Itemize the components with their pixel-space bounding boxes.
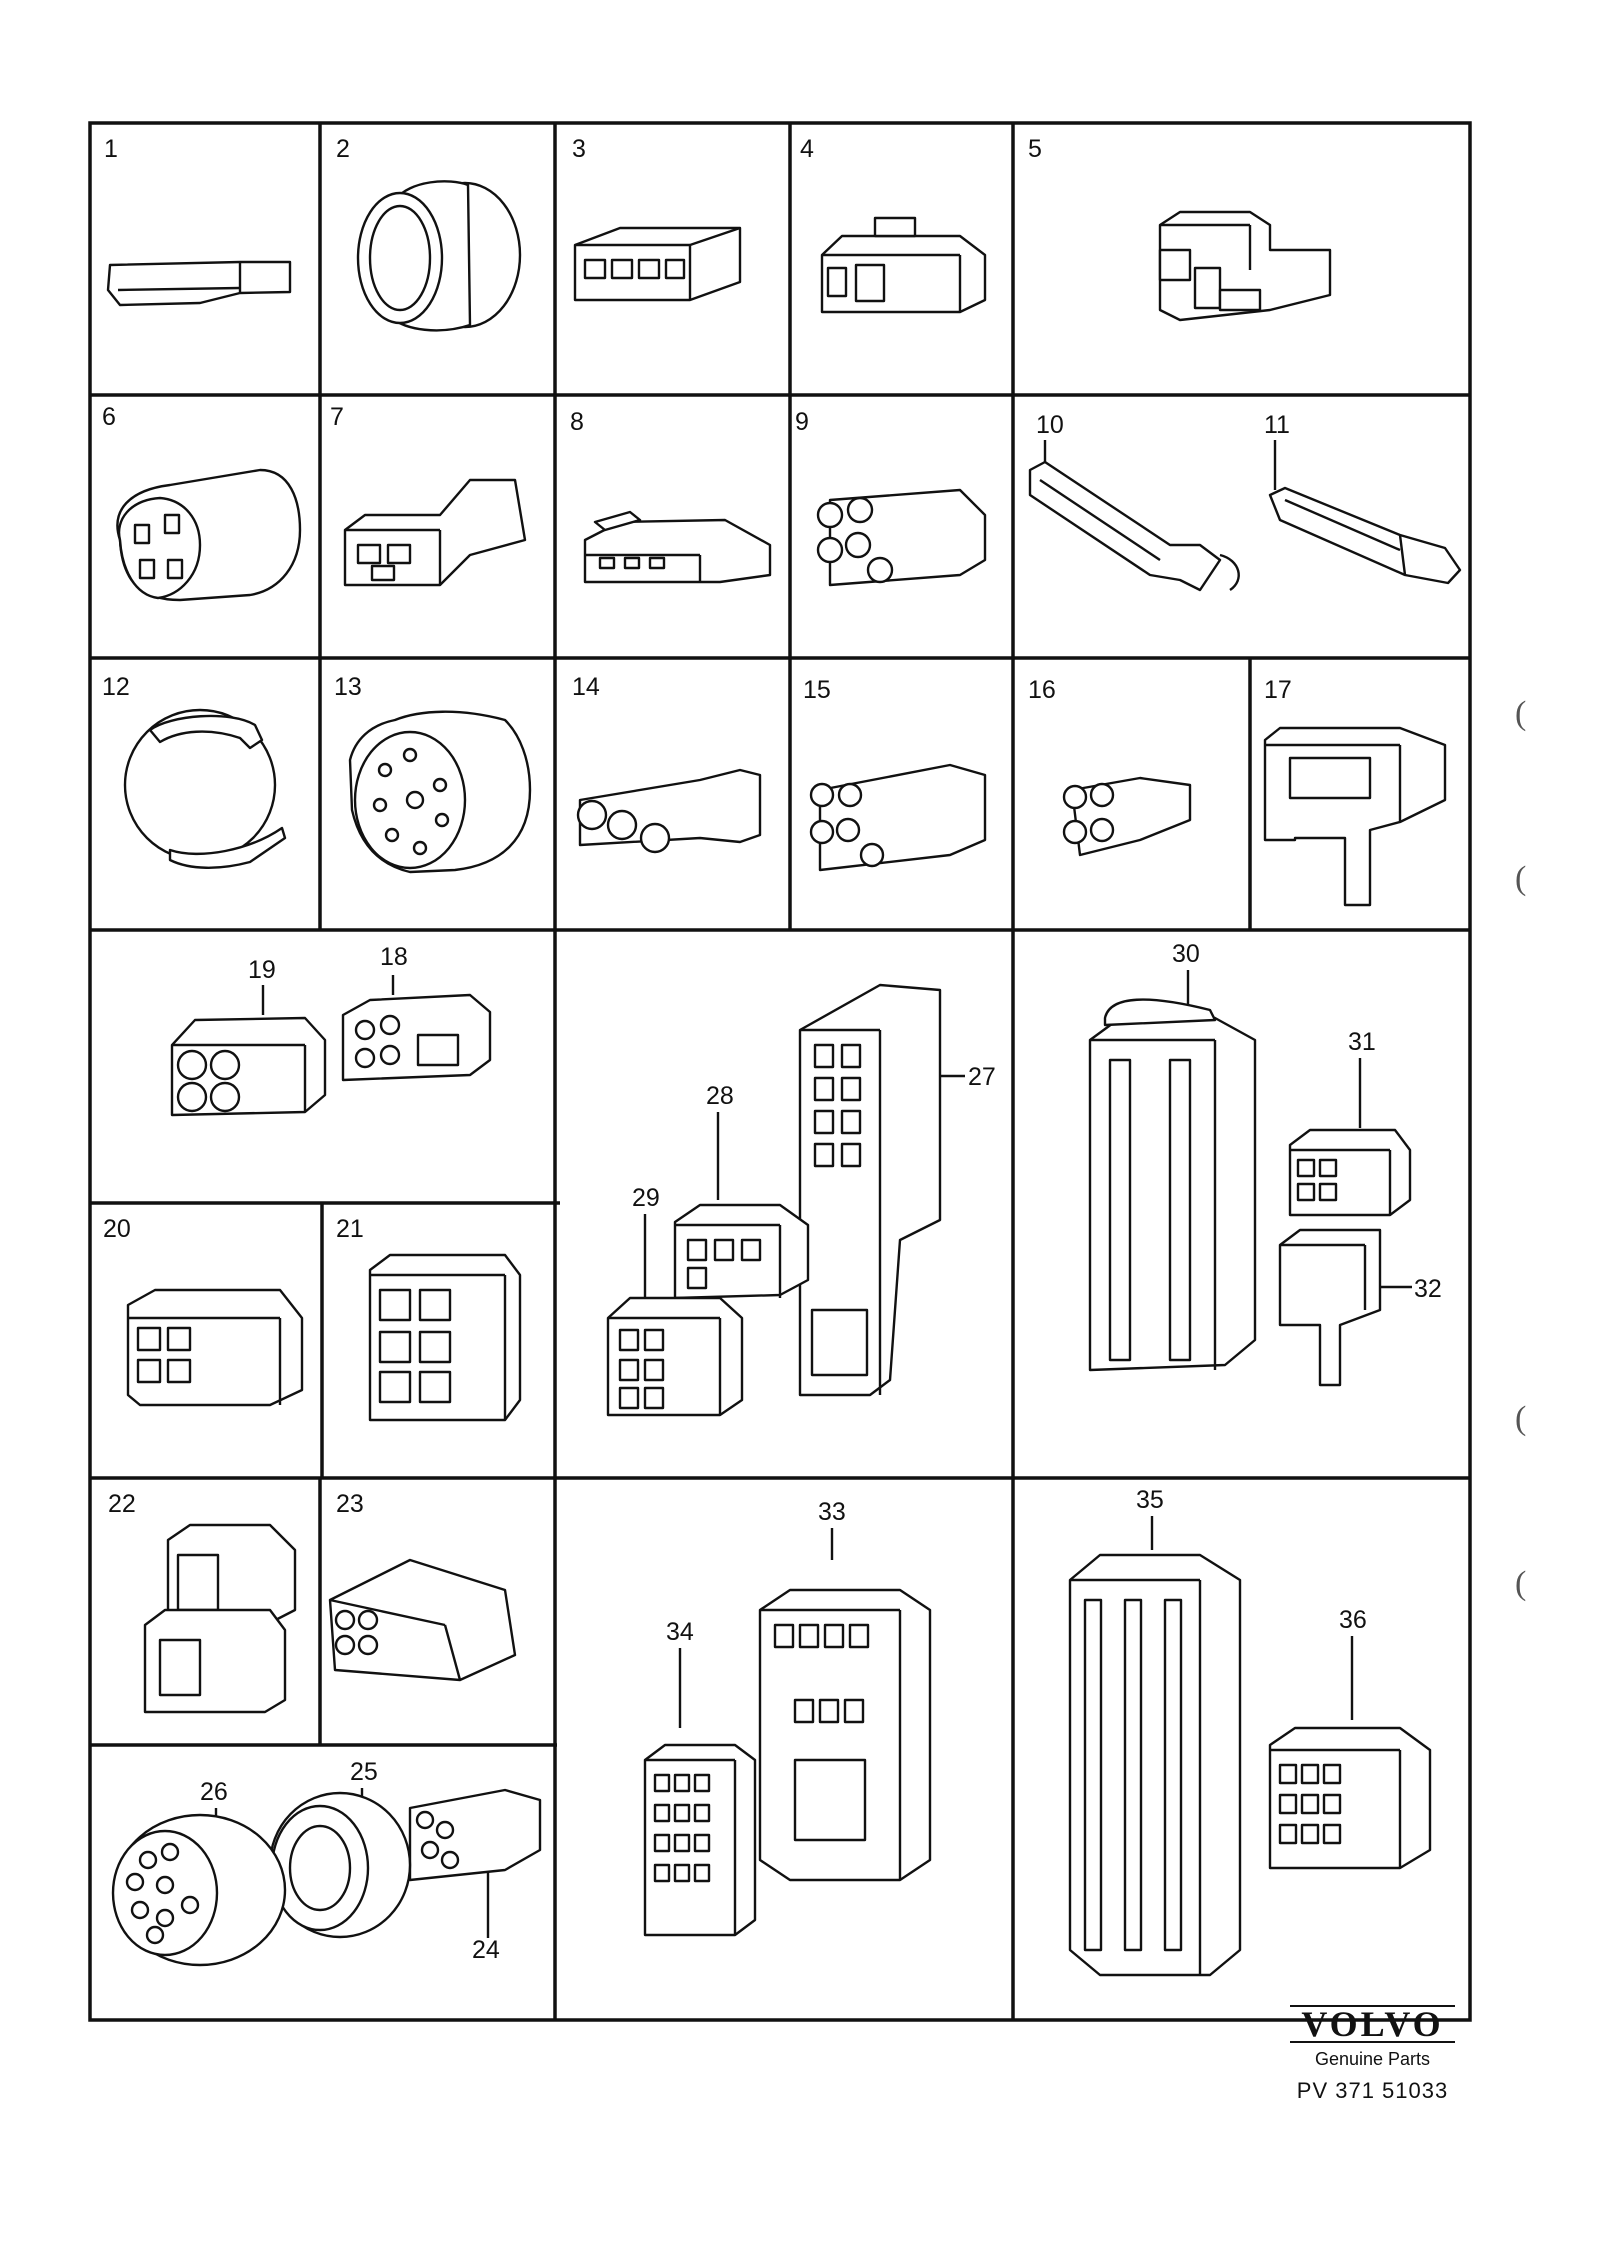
part-label-36: 36 [1339,1606,1367,1634]
part-16-tube-cluster [1062,776,1192,857]
part-label-19: 19 [248,956,276,984]
part-22-stacked-housing [143,1523,297,1714]
part-label-22: 22 [108,1490,136,1518]
part-28-medium-housing [673,1203,810,1300]
binding-mark-3: ( [1515,1400,1527,1437]
part-label-20: 20 [103,1215,131,1243]
part-label-25: 25 [350,1758,378,1786]
part-26-round-plug [111,1813,287,1967]
part-6-round-connector [116,468,302,602]
document-code: PV 371 51033 [1296,2078,1449,2103]
part-label-12: 12 [102,673,130,701]
part-label-1: 1 [104,135,118,163]
part-label-13: 13 [334,673,362,701]
part-30-tall-housing [1088,998,1257,1372]
part-33-fuse-housing [758,1588,932,1882]
part-35-large-terminal-housing [1068,1553,1242,1977]
part-25-ring [268,1791,412,1939]
part-12-round-cap [123,708,287,869]
part-label-33: 33 [818,1498,846,1526]
part-31-small-block [1288,1128,1412,1217]
part-label-2: 2 [336,135,350,163]
part-label-21: 21 [336,1215,364,1243]
part-label-35: 35 [1136,1486,1164,1514]
part-19-four-pin [170,1016,327,1117]
binding-mark-2: ( [1515,860,1527,897]
part-label-8: 8 [570,408,584,436]
part-24-pin-carrier [408,1788,542,1882]
binding-mark-1: ( [1515,695,1527,732]
part-3-flat-connector [573,226,742,302]
part-label-31: 31 [1348,1028,1376,1056]
part-21-six-pin-block [368,1253,522,1422]
part-13-round-housing [348,710,532,874]
part-label-30: 30 [1172,940,1200,968]
part-label-16: 16 [1028,676,1056,704]
part-label-5: 5 [1028,135,1042,163]
part-label-34: 34 [666,1618,694,1646]
part-17-bracket [1263,726,1447,907]
part-label-29: 29 [632,1184,660,1212]
part-36-small-housing [1268,1726,1432,1870]
part-label-11: 11 [1264,411,1290,439]
part-1-flat-terminal [106,260,292,307]
brand-block: VOLVO Genuine Parts PV 371 51033 [1290,2005,1455,2104]
part-9-tube-connector [816,488,987,587]
part-29-small-housing [606,1296,744,1417]
part-20-six-pin [126,1288,304,1407]
part-11-cable-terminal [1268,486,1462,585]
grid-frame [88,121,1472,2022]
part-10-strip-connector [1028,460,1240,592]
part-label-28: 28 [706,1082,734,1110]
part-7-blade-connector [343,478,527,587]
part-4-housing [820,216,987,314]
part-label-14: 14 [572,673,600,701]
part-label-15: 15 [803,676,831,704]
part-label-6: 6 [102,403,116,431]
part-label-4: 4 [800,135,814,163]
part-label-10: 10 [1036,411,1064,439]
part-label-27: 27 [968,1063,996,1091]
part-5-relay-socket [1158,210,1332,322]
part-2-sleeve [356,180,522,332]
part-23-long-box [328,1558,517,1682]
part-34-terminal-block [643,1743,757,1937]
part-8-latch-connector [583,510,772,584]
part-label-3: 3 [572,135,586,163]
part-labels: 1 2 3 4 5 6 7 8 9 10 11 12 13 14 15 16 1… [102,135,1442,1964]
binding-mark-4: ( [1515,1565,1527,1602]
part-27-large-housing [798,983,942,1397]
part-label-23: 23 [336,1490,364,1518]
part-label-24: 24 [472,1936,500,1964]
leader-lines [214,440,1412,1938]
part-label-18: 18 [380,943,408,971]
part-14-triple-tube [576,768,762,854]
part-label-32: 32 [1414,1275,1442,1303]
brand-tagline: Genuine Parts [1314,2049,1431,2069]
part-15-multi-tube [809,763,987,872]
part-18-connector [341,993,492,1082]
part-label-9: 9 [795,408,809,436]
part-label-7: 7 [330,403,344,431]
part-label-17: 17 [1264,676,1292,704]
part-label-26: 26 [200,1778,228,1806]
part-32-side-block [1278,1228,1382,1387]
brand-logo: VOLVO [1290,2005,1455,2043]
